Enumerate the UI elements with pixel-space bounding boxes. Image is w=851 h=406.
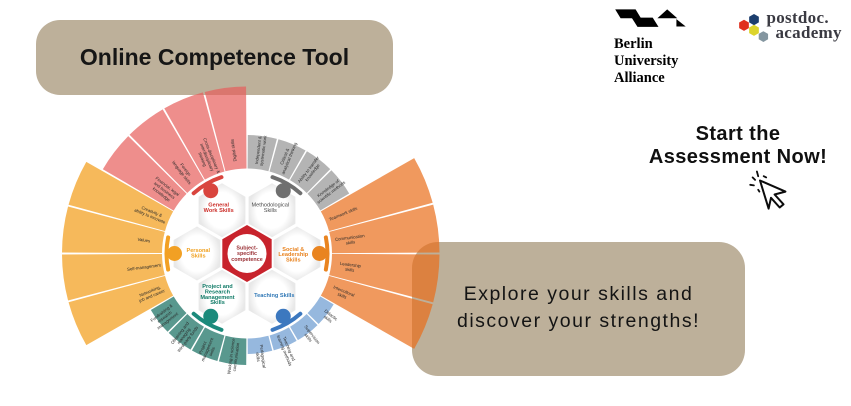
svg-text:Didacticskills: Didacticskills xyxy=(320,308,339,326)
svg-text:Alliance: Alliance xyxy=(614,70,665,86)
svg-text:Projectmanagementskills: Projectmanagementskills xyxy=(196,334,220,364)
svg-text:Communicationskills: Communicationskills xyxy=(335,233,367,247)
svg-text:University: University xyxy=(614,53,679,69)
svg-text:academy: academy xyxy=(776,23,843,42)
svg-text:Independent &systematic work: Independent &systematic work xyxy=(254,134,268,166)
svg-text:Self-management: Self-management xyxy=(127,262,162,271)
svg-text:postdoc.: postdoc. xyxy=(767,8,829,27)
svg-text:Digital skills: Digital skills xyxy=(230,139,238,162)
svg-text:Teaching Skills: Teaching Skills xyxy=(254,293,294,299)
svg-text:Pedagogicalskills: Pedagogicalskills xyxy=(254,344,267,369)
svg-text:Values: Values xyxy=(137,237,150,244)
svg-text:Leadershipskills: Leadershipskills xyxy=(339,261,362,274)
svg-text:Working in sciencecommunicatio: Working in sciencecommunication xyxy=(226,338,241,376)
svg-text:Berlin: Berlin xyxy=(614,36,653,52)
